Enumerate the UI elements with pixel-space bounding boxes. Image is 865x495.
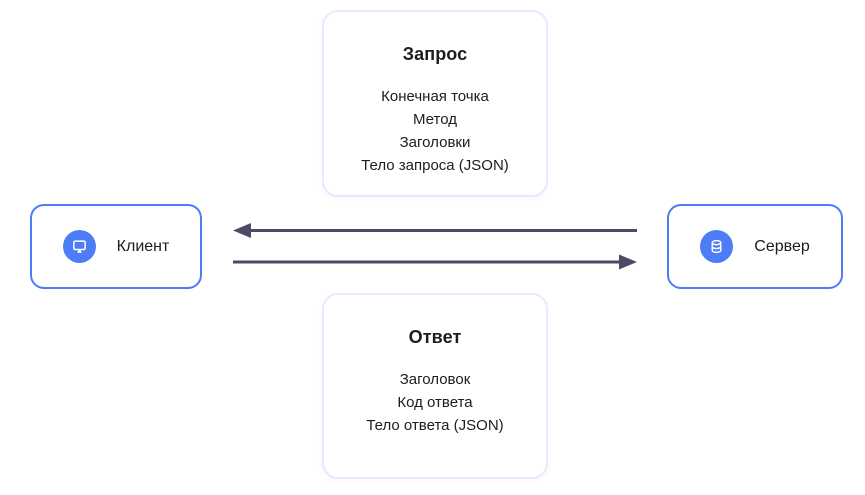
monitor-icon: [62, 230, 96, 263]
request-card: Запрос Конечная точка Метод Заголовки Те…: [322, 10, 548, 197]
response-item-code: Код ответа: [397, 394, 473, 411]
response-card: Ответ Заголовок Код ответа Тело ответа (…: [322, 293, 548, 479]
server-node-label: Сервер: [754, 237, 810, 255]
client-node: Клиент: [30, 204, 202, 289]
server-node: Сервер: [667, 204, 843, 289]
response-arrow: [233, 223, 637, 238]
request-item-method: Метод: [413, 111, 457, 128]
request-arrow: [233, 254, 637, 270]
response-card-title: Ответ: [408, 327, 462, 347]
database-icon: [700, 230, 734, 263]
response-item-header: Заголовок: [399, 371, 471, 388]
request-card-title: Запрос: [402, 44, 468, 64]
client-node-label: Клиент: [116, 237, 170, 255]
request-item-endpoint: Конечная точка: [381, 88, 489, 105]
request-item-body: Тело запроса (JSON): [361, 157, 509, 174]
request-card-items: Конечная точка Метод Заголовки Тело запр…: [324, 85, 546, 177]
response-item-body: Тело ответа (JSON): [366, 417, 504, 434]
request-item-headers: Заголовки: [399, 134, 471, 151]
response-card-items: Заголовок Код ответа Тело ответа (JSON): [324, 368, 546, 437]
